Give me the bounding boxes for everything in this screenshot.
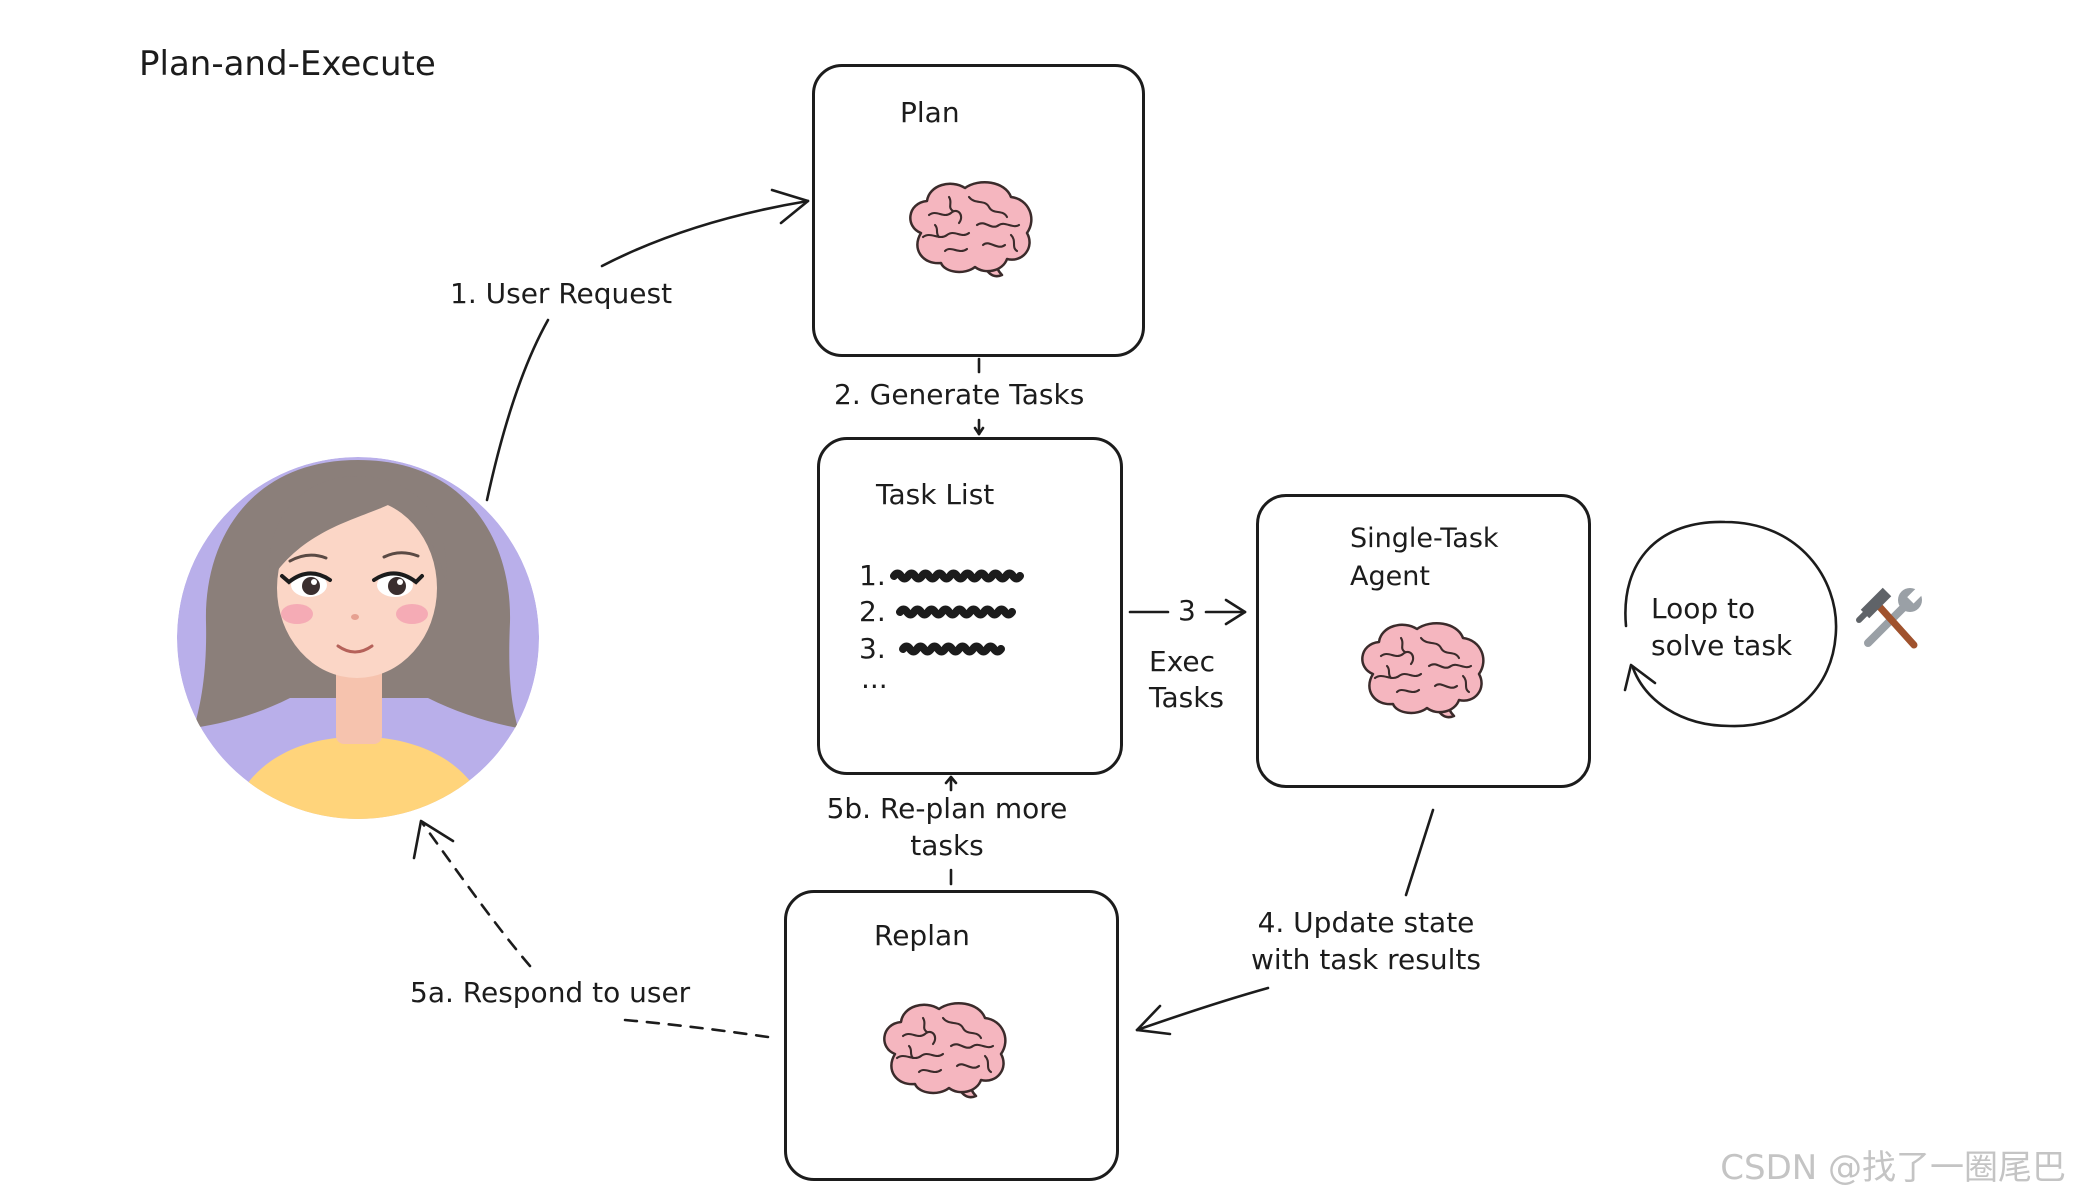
loop-label-line: Loop to (1651, 592, 1756, 625)
user-avatar (177, 457, 539, 819)
watermark: CSDN @找了一圈尾巴 (1720, 1148, 2066, 1188)
agent-label-line: Single-Task (1350, 523, 1499, 554)
avatar-mouth (336, 644, 374, 654)
loop-arrow (1623, 520, 1838, 728)
exec-tasks-label-line: Tasks (1149, 681, 1225, 714)
update-state-arrow (1135, 808, 1435, 1036)
cheek (396, 604, 428, 624)
update-state-label-line: 4. Update state (1257, 906, 1475, 939)
generate-tasks-label: 2. Generate Tasks (834, 378, 1085, 411)
respond-to-user-arrow (412, 819, 770, 1039)
replan-more-label: 5b. Re-plan more tasks (797, 795, 1097, 869)
task-scribble (899, 642, 1005, 656)
task-scribble (890, 569, 1024, 583)
eyebrow (382, 551, 420, 559)
exec-tasks-arrow (1128, 598, 1247, 626)
task-item-number: 2. (859, 595, 886, 628)
exec-tasks-label-line: Exec (1149, 645, 1216, 678)
avatar-neck (336, 660, 382, 744)
agent-label-line: Agent (1350, 561, 1430, 592)
user-request-arrow (485, 188, 810, 502)
replan-more-label-line: tasks (910, 829, 984, 862)
task-list-box (817, 437, 1123, 775)
respond-to-user-label: 5a. Respond to user (410, 976, 691, 1009)
brain-icon (883, 1001, 1007, 1099)
avatar-face (277, 498, 437, 678)
eye (280, 571, 332, 597)
update-state-label-line: with task results (1251, 943, 1481, 976)
exec-step-number: 3 (1178, 594, 1196, 627)
replan-more-label-line: 5b. Re-plan more (826, 792, 1068, 825)
eye (372, 571, 424, 597)
generate-tasks-connector (973, 357, 985, 436)
task-item-number: 3. (859, 632, 886, 665)
replan-label: Replan (874, 919, 970, 952)
replan-more-arrow (944, 775, 958, 886)
loop-label-line: solve task (1651, 629, 1793, 662)
plan-box (812, 64, 1145, 357)
avatar-bangs (269, 476, 447, 585)
avatar-nose (351, 614, 359, 620)
task-item-ellipsis: ... (861, 662, 888, 695)
brain-icon (1361, 621, 1485, 719)
brain-icon (909, 180, 1033, 278)
update-state-label: 4. Update state with task results (1216, 909, 1516, 983)
eyebrow (288, 553, 328, 563)
plan-label: Plan (900, 96, 960, 129)
task-list-label: Task List (876, 478, 995, 511)
task-scribble (896, 605, 1016, 619)
diagram-title: Plan-and-Execute (139, 44, 436, 84)
cheek (281, 604, 313, 624)
tools-icon (1856, 587, 1924, 649)
user-request-label: 1. User Request (450, 277, 673, 310)
single-task-agent-box (1256, 494, 1591, 788)
task-item-number: 1. (859, 559, 886, 592)
replan-box (784, 890, 1119, 1181)
